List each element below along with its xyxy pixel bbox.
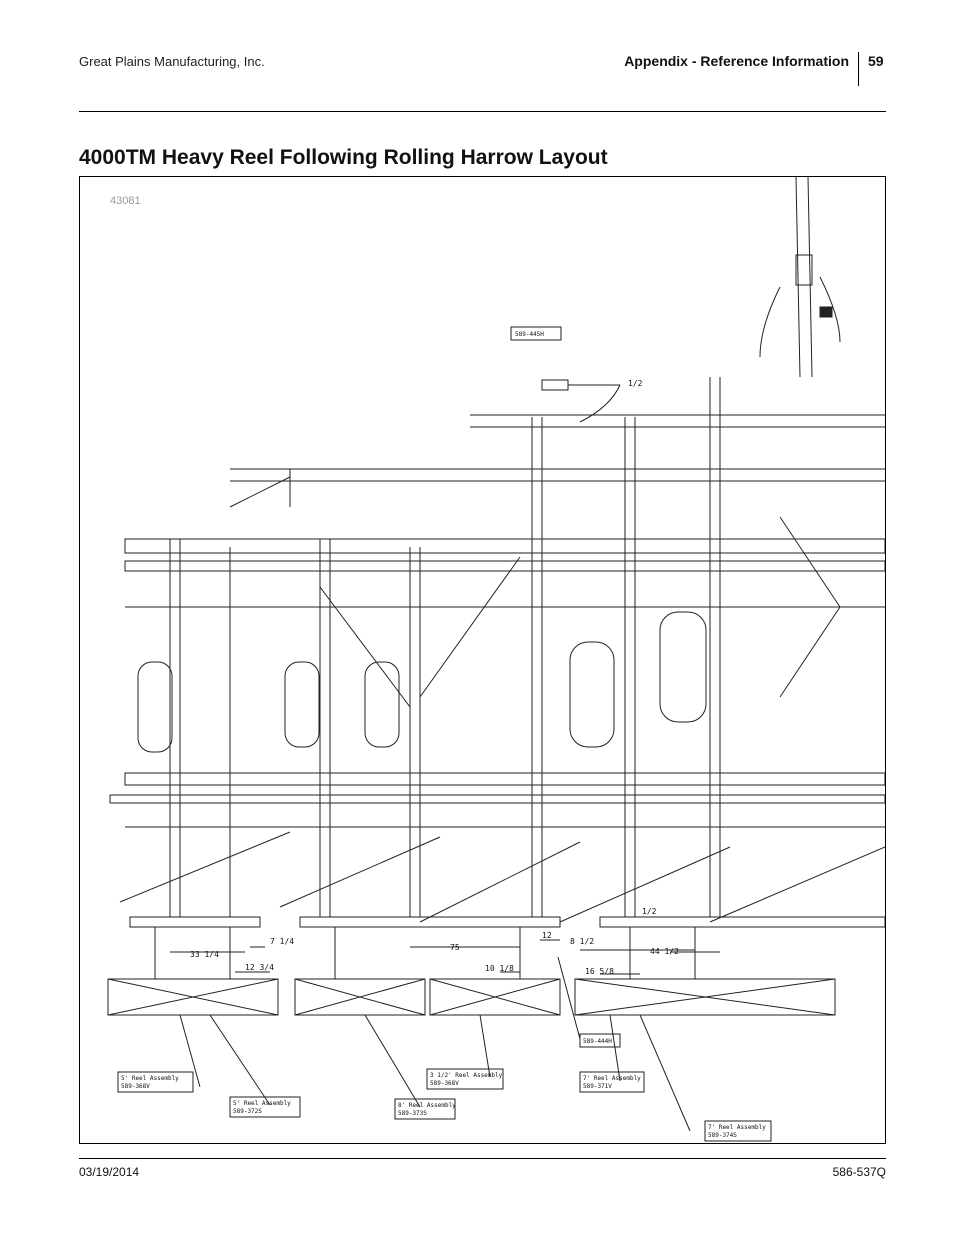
dim-label: 33 1/4 <box>190 950 219 959</box>
dim-label: 1/2 <box>628 379 643 388</box>
callout-part: 589-368V <box>430 1080 459 1087</box>
callout-part: 589-374S <box>708 1132 737 1139</box>
header-rule <box>79 111 886 112</box>
header-divider <box>858 52 859 86</box>
callout-title: 5' Reel Assembly <box>121 1075 179 1082</box>
machine-linework <box>107 177 885 1142</box>
callout-part: 589-373S <box>398 1110 427 1117</box>
header-company: Great Plains Manufacturing, Inc. <box>79 54 265 69</box>
callout-title: 8' Reel Assembly <box>398 1102 456 1109</box>
dim-label: 12 3/4 <box>245 963 274 972</box>
part-label-589-444h: 589-444H <box>583 1038 612 1045</box>
page-number: 59 <box>868 53 884 69</box>
header-section-title: Appendix - Reference Information <box>624 53 849 69</box>
footer-doc-number: 586-537Q <box>832 1165 886 1179</box>
dim-label: 10 1/8 <box>485 964 514 973</box>
dim-label: 12 <box>542 931 552 940</box>
dim-label: 44 1/2 <box>650 947 679 956</box>
dim-label: 75 <box>450 943 460 952</box>
dim-label: 16 5/8 <box>585 967 614 976</box>
callout-title: 5' Reel Assembly <box>233 1100 291 1107</box>
reel-assembly-callouts: 5' Reel Assembly 589-368V 5' Reel Assemb… <box>121 1072 766 1139</box>
layout-drawing: 43081 <box>79 176 886 1144</box>
callout-title: 7' Reel Assembly <box>583 1075 641 1082</box>
footer-date: 03/19/2014 <box>79 1165 140 1179</box>
callout-part: 589-368V <box>121 1083 150 1090</box>
figure-id: 43081 <box>110 195 141 207</box>
footer-rule <box>79 1158 886 1159</box>
dim-label: 8 1/2 <box>570 937 594 946</box>
dim-label: 1/2 <box>642 907 657 916</box>
callout-part: 589-371V <box>583 1083 612 1090</box>
page-title: 4000TM Heavy Reel Following Rolling Harr… <box>79 146 608 169</box>
callout-title: 7' Reel Assembly <box>708 1124 766 1131</box>
part-labels: 589-445H 589-444H <box>515 331 612 1045</box>
dimension-labels: 1/2 33 1/4 7 1/4 12 3/4 75 12 10 1/8 8 1… <box>190 379 679 976</box>
dim-label: 7 1/4 <box>270 937 294 946</box>
callout-title: 3 1/2' Reel Assembly <box>430 1072 503 1079</box>
part-label-589-445h: 589-445H <box>515 331 544 338</box>
callout-part: 589-372S <box>233 1108 262 1115</box>
drawing-canvas: 1/2 33 1/4 7 1/4 12 3/4 75 12 10 1/8 8 1… <box>107 177 885 1142</box>
